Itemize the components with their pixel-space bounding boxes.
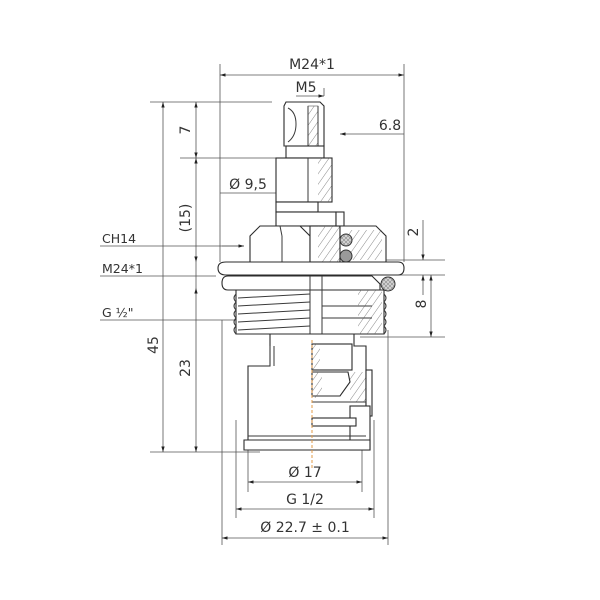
label-lower-height: 23 [178, 359, 194, 377]
flange-upper [217, 261, 405, 276]
o-ring-external [380, 276, 396, 292]
label-stem-diameter: Ø 9,5 [229, 177, 267, 193]
extension-lines [219, 64, 405, 545]
label-stem-height: 7 [178, 126, 194, 135]
label-hex-ch14: CH14 [102, 231, 136, 246]
label-thread-g12: G ½" [102, 305, 134, 320]
label-inner-diameter: Ø 17 [288, 465, 321, 481]
o-ring-1 [339, 233, 353, 247]
label-overall-height: 45 [146, 336, 162, 354]
label-stem-depth: 6.8 [379, 118, 401, 134]
flange-lower [221, 275, 381, 291]
label-outer-diameter: Ø 22.7 ± 0.1 [260, 520, 350, 536]
label-stem-thread: M5 [296, 80, 317, 96]
label-bottom-thread: G 1/2 [286, 492, 324, 508]
label-overall-thread: M24*1 [289, 57, 335, 73]
label-upper-height: (15) [178, 204, 194, 233]
hex-nut [249, 225, 311, 263]
label-flange: 2 [406, 228, 422, 237]
cartridge-body [217, 101, 405, 451]
o-ring-2 [339, 249, 353, 263]
label-thread-m24: M24*1 [102, 261, 143, 276]
label-thread-length: 8 [414, 300, 430, 309]
